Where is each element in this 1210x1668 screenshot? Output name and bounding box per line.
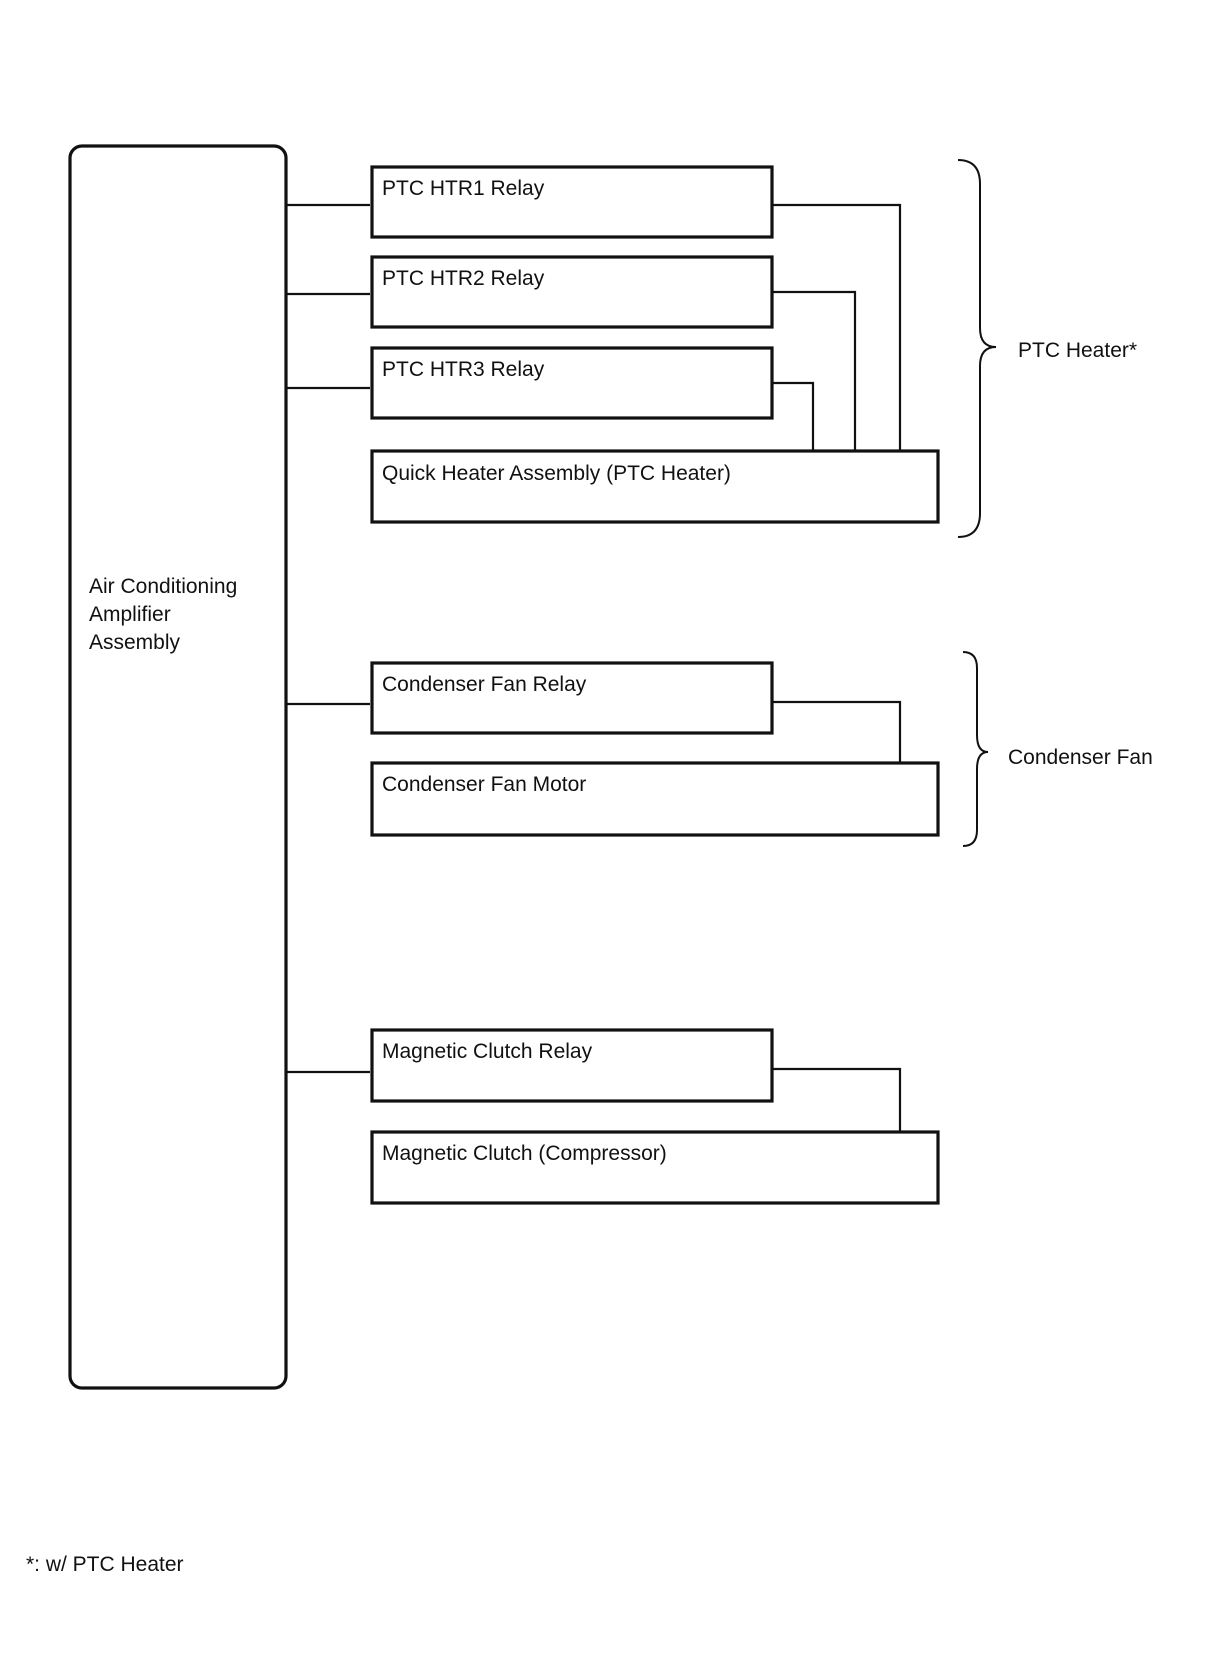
magnetic-clutch-group: Magnetic Clutch Relay Magnetic Clutch (C…	[370, 1028, 940, 1205]
ptc-htr1-relay-box	[370, 165, 774, 239]
controller-wires	[286, 203, 370, 1074]
quick-heater-assembly-label: Quick Heater Assembly (PTC Heater)	[382, 462, 731, 485]
quick-heater-assembly-box	[370, 449, 940, 524]
wire-htr1-to-heater	[773, 203, 902, 451]
ac-amplifier-label-line-1: Air Conditioning	[89, 575, 237, 598]
footnote: *: w/ PTC Heater	[26, 1553, 184, 1576]
wire-fan-relay-to-motor	[773, 700, 902, 763]
ptc-htr1-relay-label: PTC HTR1 Relay	[382, 177, 545, 200]
ptc-heater-group: PTC HTR1 Relay PTC HTR2 Relay PTC HTR3 R…	[370, 159, 1137, 538]
ptc-htr3-relay-box	[370, 346, 774, 420]
magnetic-clutch-relay-label: Magnetic Clutch Relay	[382, 1040, 593, 1063]
ptc-heater-brace	[957, 159, 997, 538]
condenser-fan-motor-label: Condenser Fan Motor	[382, 773, 586, 796]
ac-amplifier-label-line-2: Amplifier	[89, 603, 171, 626]
ac-amplifier-label-line-3: Assembly	[89, 631, 181, 654]
ac-amplifier-box	[68, 144, 288, 1390]
magnetic-clutch-relay-box	[370, 1028, 774, 1103]
wire-clutch-relay-to-clutch	[773, 1067, 902, 1132]
condenser-fan-group: Condenser Fan Relay Condenser Fan Motor …	[370, 651, 1153, 847]
magnetic-clutch-label: Magnetic Clutch (Compressor)	[382, 1142, 667, 1165]
ptc-heater-group-label: PTC Heater*	[1018, 339, 1137, 362]
magnetic-clutch-box	[370, 1130, 940, 1205]
ac-amplifier-assembly: Air Conditioning Amplifier Assembly	[68, 144, 288, 1390]
wire-htr3-to-heater	[773, 381, 815, 451]
condenser-fan-relay-box	[370, 661, 774, 735]
ptc-htr2-relay-label: PTC HTR2 Relay	[382, 267, 545, 290]
ptc-htr2-relay-box	[370, 255, 774, 329]
wire-htr2-to-heater	[773, 290, 857, 451]
condenser-fan-relay-label: Condenser Fan Relay	[382, 673, 587, 696]
condenser-fan-brace	[962, 651, 989, 847]
condenser-fan-motor-box	[370, 761, 940, 837]
condenser-fan-group-label: Condenser Fan	[1008, 746, 1153, 769]
ptc-htr3-relay-label: PTC HTR3 Relay	[382, 358, 545, 381]
